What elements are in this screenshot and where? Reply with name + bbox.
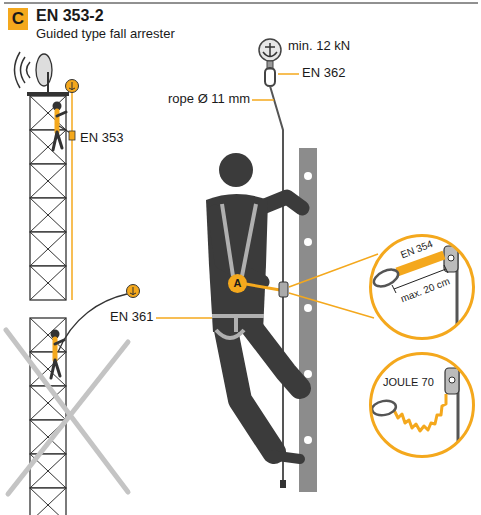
climber-foot (270, 455, 300, 459)
climber-head (219, 153, 253, 187)
detail-energy-absorber (371, 350, 459, 460)
tower-segment (30, 488, 66, 515)
standard-label: rope Ø 11 mm (168, 92, 250, 107)
leader-line (252, 99, 274, 101)
ladder-hole (304, 304, 312, 312)
tower-segment (30, 198, 66, 232)
climber-arm (215, 212, 262, 282)
antenna-dish (36, 54, 52, 86)
anchor-point (259, 39, 281, 61)
tower-upper (15, 52, 79, 300)
anchor-icon (127, 285, 140, 298)
anchor-icon (66, 80, 79, 93)
standard-label: EN 362 (302, 66, 345, 81)
cross-mark (6, 330, 128, 494)
node-text: EN 354 (399, 238, 434, 261)
climber (156, 153, 378, 459)
node-text: A (228, 274, 247, 293)
anchor-line (71, 92, 73, 300)
carabiner (371, 399, 397, 417)
subtitle: Guided type fall arrester (36, 27, 175, 42)
node-text: max. 20 cm (399, 275, 451, 304)
rope-end (280, 480, 286, 488)
detail-circle: JOULE 70 (369, 352, 475, 458)
tower-segment (30, 164, 66, 198)
anchor-symbol (263, 43, 277, 57)
attachment-point: A (228, 274, 247, 293)
node-circle (228, 274, 247, 293)
carabiner (265, 68, 275, 86)
standard-label: EN 361 (110, 310, 153, 325)
title: EN 353-2 (36, 7, 104, 25)
tower-segment (30, 266, 66, 300)
climber-leg (225, 325, 274, 452)
elastic-lanyard (394, 394, 446, 431)
climber-torso (206, 194, 268, 332)
anchor-symbol (69, 82, 75, 90)
worker-limbs (51, 340, 64, 378)
anchor-symbol (130, 287, 136, 295)
carabiner (371, 266, 400, 290)
node-text: C (8, 8, 28, 30)
detail-lanyard (371, 230, 458, 345)
header-rule (4, 3, 478, 4)
leader-line (156, 317, 212, 319)
node-text: JOULE 70 (383, 376, 434, 389)
radio-waves (15, 52, 31, 88)
ladder-hole (304, 370, 312, 378)
section-badge: C (8, 8, 28, 30)
lanyard (246, 284, 280, 290)
standard-label: min. 12 kN (288, 39, 350, 54)
fall-arrester (279, 282, 288, 297)
node-outline (369, 352, 475, 458)
fall-arrester (69, 131, 75, 140)
tower-segment (30, 232, 66, 266)
detail-background (369, 234, 475, 340)
node-circle (371, 354, 474, 457)
harness (212, 204, 264, 338)
ladder-hole (304, 172, 312, 180)
antenna-mast (47, 72, 49, 94)
ladder-hole (304, 238, 312, 246)
ladder-hole (304, 436, 312, 444)
leader-line (278, 73, 299, 75)
arrester-wheel (448, 255, 454, 261)
worker-limbs (53, 112, 66, 150)
climber-leg (250, 325, 300, 388)
detail-circle: EN 354 max. 20 cm (369, 234, 475, 340)
fall-arrester (445, 368, 459, 394)
zoom-line (289, 254, 378, 318)
node-circle (371, 236, 474, 339)
arrester-wheel (449, 377, 455, 383)
standard-label: EN 353 (80, 131, 123, 146)
